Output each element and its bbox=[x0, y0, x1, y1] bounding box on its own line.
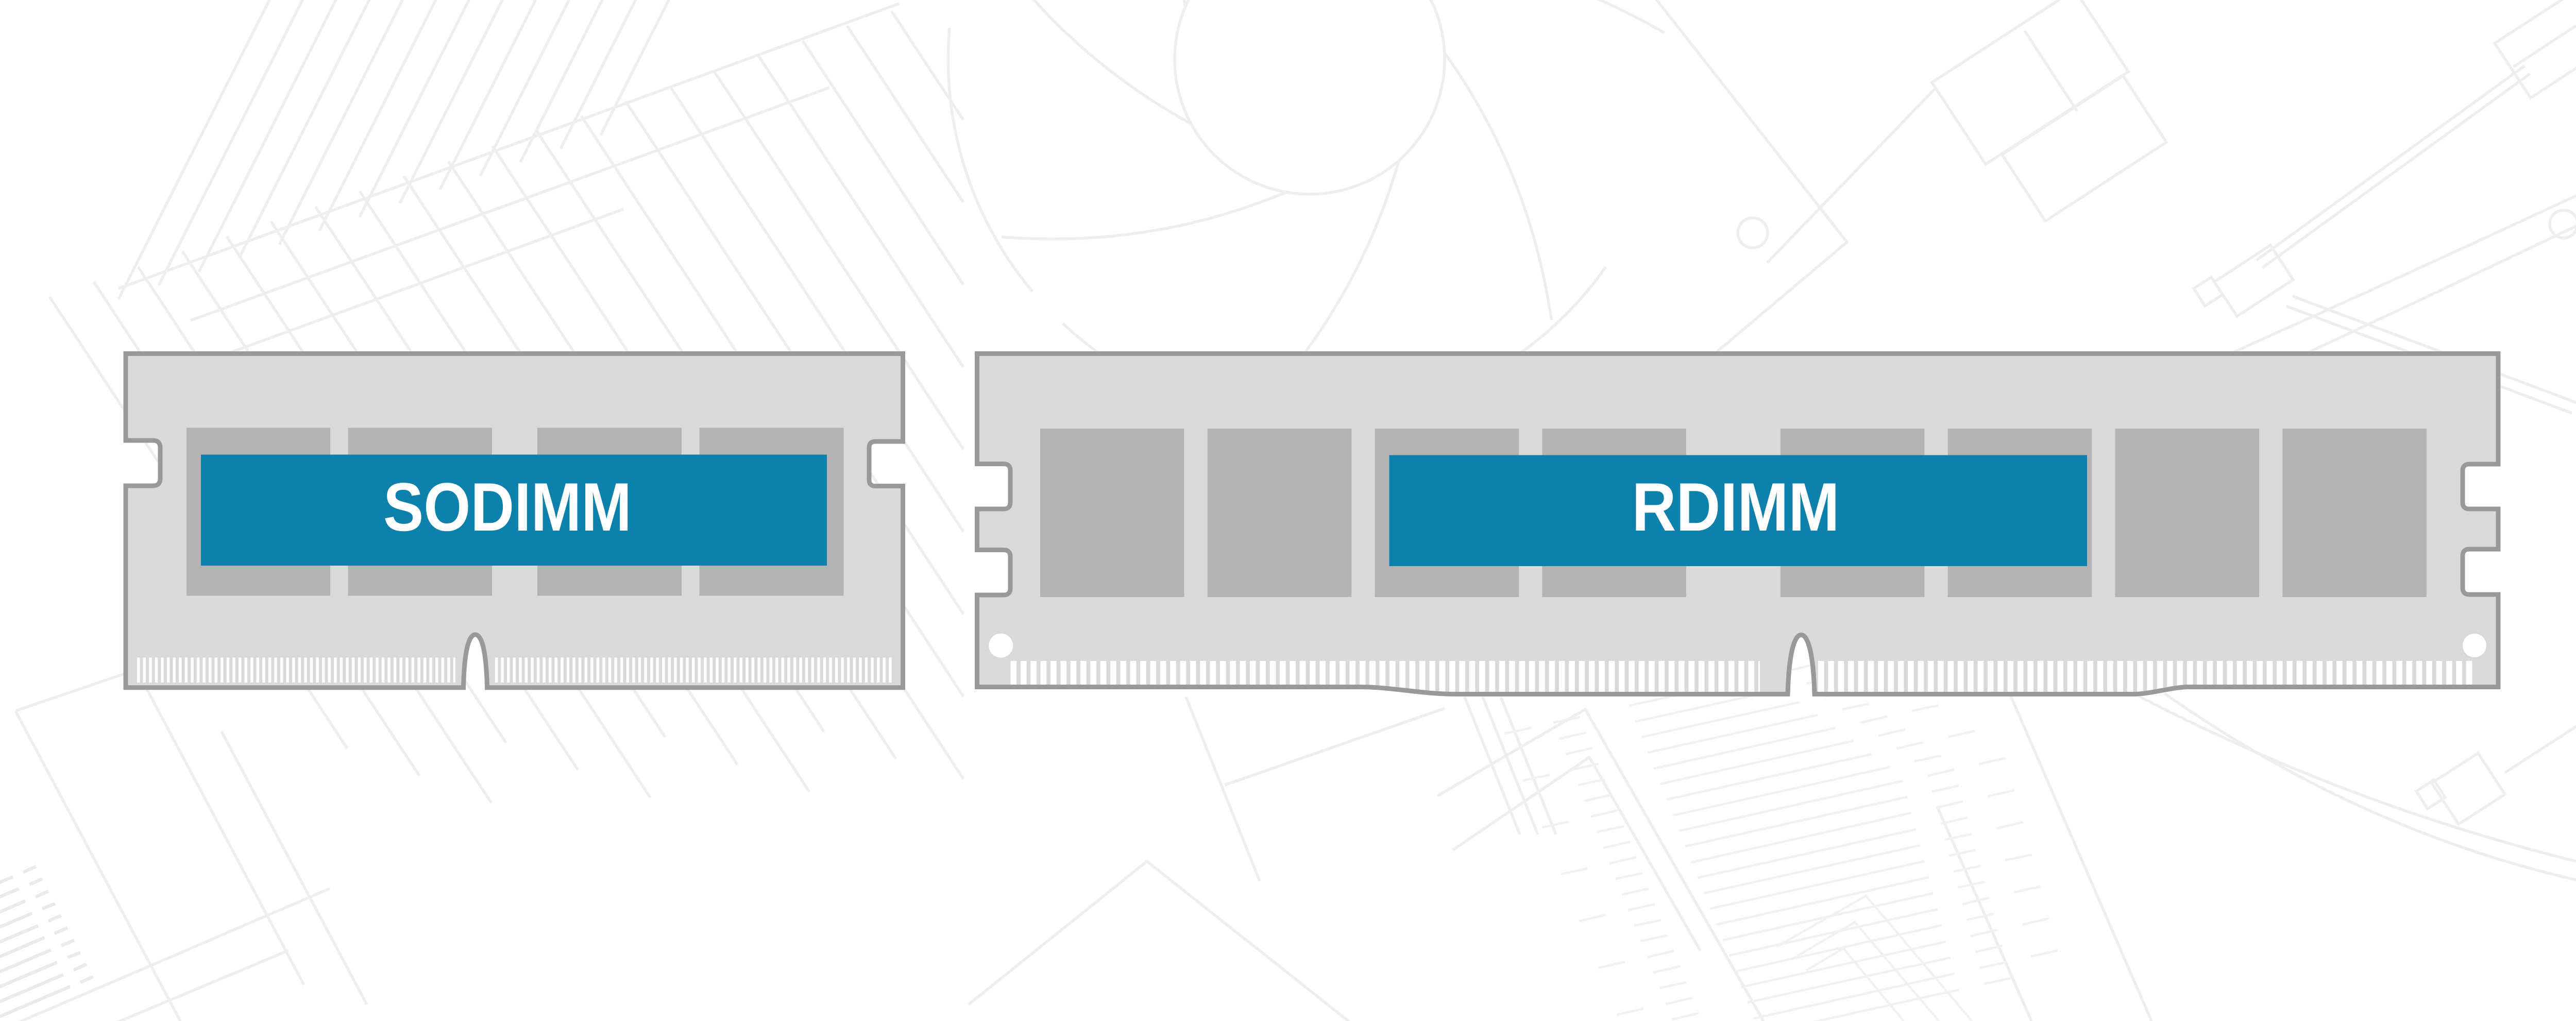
svg-text:RDIMM: RDIMM bbox=[1632, 469, 1840, 546]
svg-text:SODIMM: SODIMM bbox=[383, 469, 632, 546]
